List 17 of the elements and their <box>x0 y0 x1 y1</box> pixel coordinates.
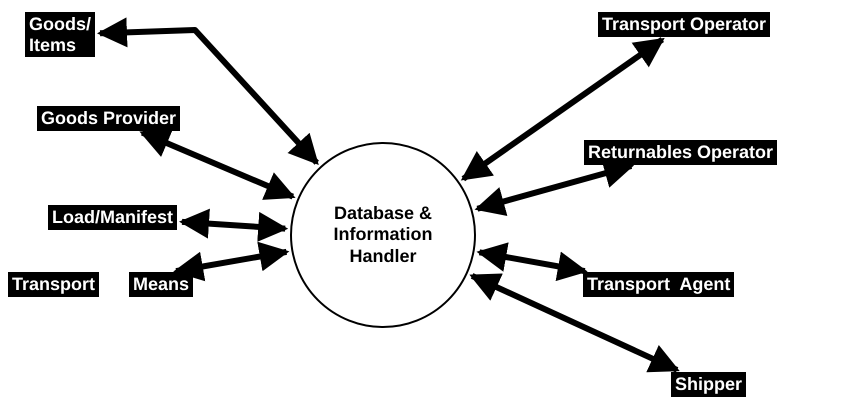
double-arrow <box>139 129 296 200</box>
node-label: Goods Provider <box>37 106 180 131</box>
node-label: Returnables Operator <box>584 140 778 165</box>
node-label: Transport Operator <box>598 12 770 37</box>
node-label: Shipper <box>671 372 746 397</box>
double-arrow <box>179 208 288 242</box>
node-label: Means <box>129 272 194 297</box>
node-label: Goods/ Items <box>25 12 95 58</box>
double-arrow <box>97 17 319 165</box>
double-arrow <box>476 242 588 282</box>
double-arrow <box>460 37 665 182</box>
node-text: Database & Information Handler <box>334 202 432 268</box>
double-arrow <box>173 242 290 282</box>
node-label: Transport Agent <box>583 272 734 297</box>
node-label: Transport <box>8 272 100 297</box>
node-label: Load/Manifest <box>48 205 178 230</box>
double-arrow <box>469 273 680 373</box>
